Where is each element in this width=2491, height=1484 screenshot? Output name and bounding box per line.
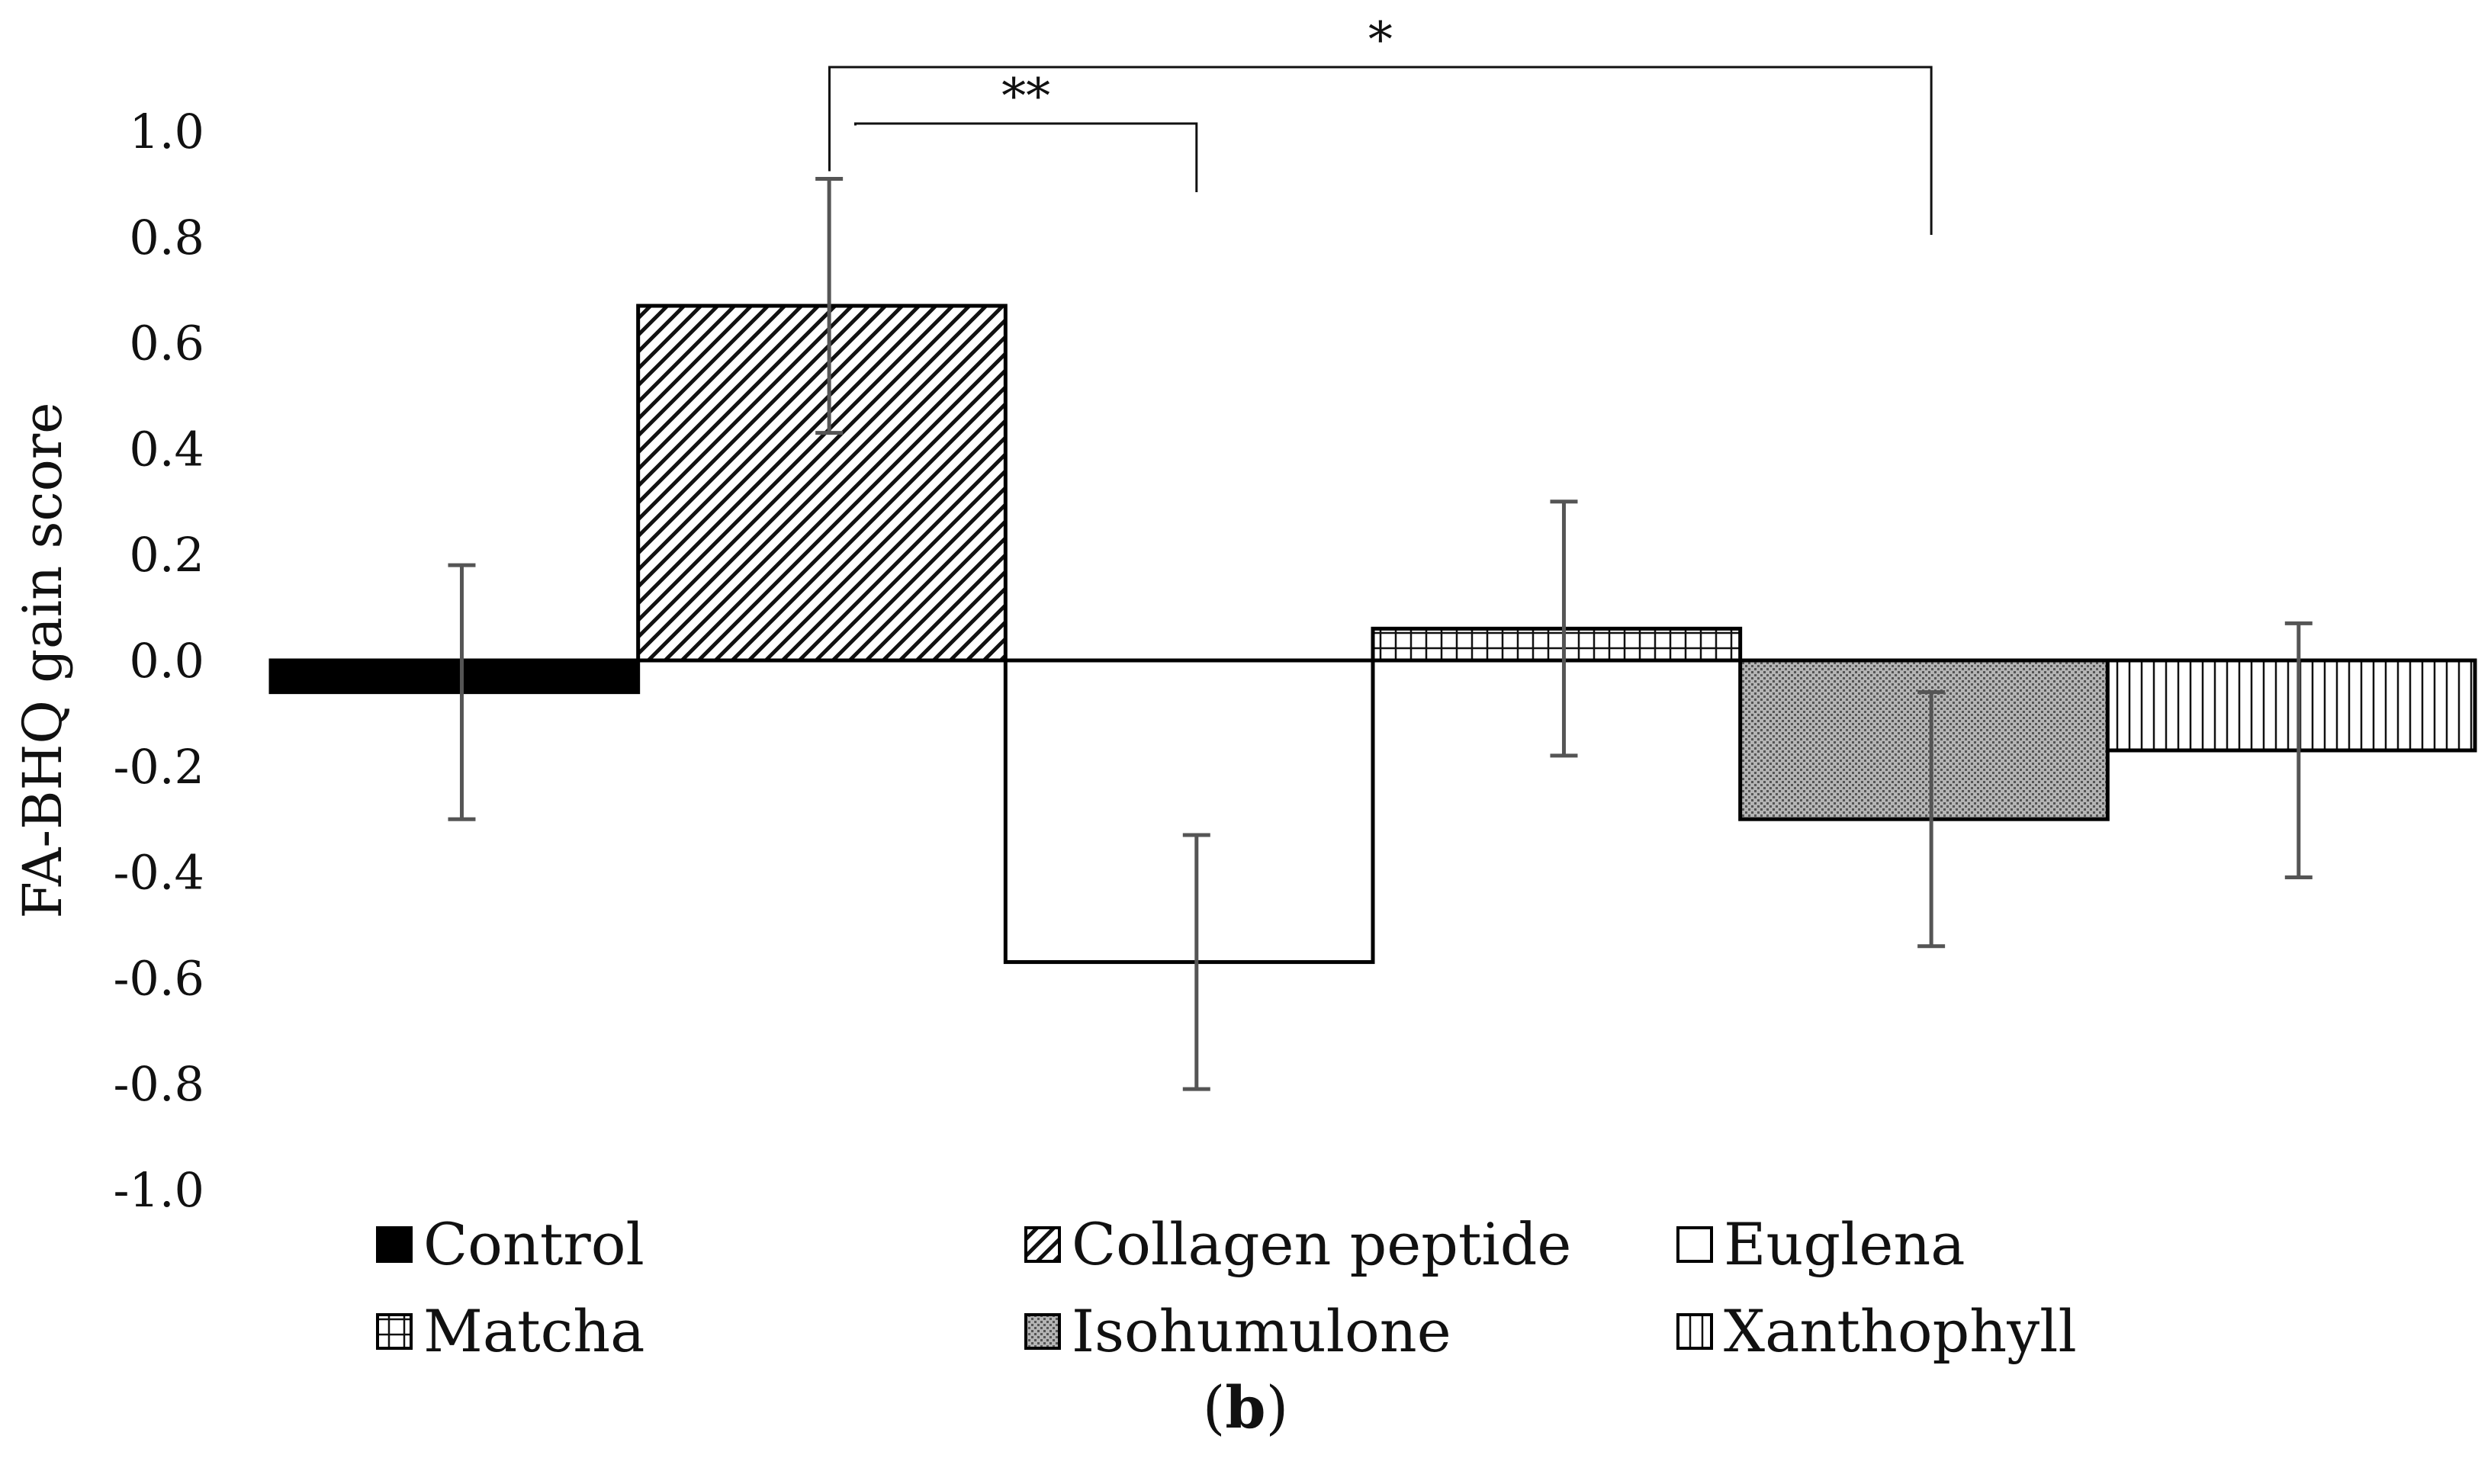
y-tick-label: 0.8 (129, 210, 204, 265)
legend-label: Isohumulone (1072, 1297, 1451, 1365)
bar-control (268, 658, 641, 695)
panel-label-letter: b (1225, 1373, 1265, 1441)
legend-swatch (376, 1226, 413, 1263)
legend-label: Euglena (1724, 1210, 1965, 1278)
legend-item-control: Control (376, 1210, 644, 1278)
svg-text:(b): (b) (1203, 1373, 1288, 1441)
y-axis-label: FA-BHQ gain score (11, 402, 74, 918)
panel-label-close: ) (1266, 1373, 1289, 1441)
legend-swatch (1676, 1226, 1713, 1263)
error-bar-isohumulone (1917, 690, 1946, 949)
y-tick-label: 0.0 (129, 633, 204, 689)
legend-item-xanthophyll: Xanthophyll (1676, 1297, 2077, 1365)
y-tick-label: 0.6 (129, 316, 204, 371)
error-bar-control (448, 563, 476, 821)
legend-label: Collagen peptide (1072, 1210, 1571, 1278)
y-tick-label: 1.0 (129, 104, 204, 159)
bar-matcha (1371, 626, 1743, 663)
y-tick-label: -0.6 (113, 950, 204, 1006)
significance-label: * (1368, 12, 1393, 69)
legend-swatch (1676, 1313, 1713, 1350)
legend-label: Control (423, 1210, 644, 1278)
panel-label: (b) (1203, 1373, 1288, 1441)
legend-swatch (1024, 1226, 1061, 1263)
y-axis-ticks: 1.0 0.8 0.6 0.4 0.2 0.0 -0.2 -0.4 -0.6 -0.8 -1.0 (113, 104, 204, 1218)
error-bar-euglena (1182, 833, 1210, 1091)
y-tick-label: -1.0 (113, 1162, 204, 1218)
significance-bracket (828, 66, 1933, 235)
legend-item-isohumulone: Isohumulone (1024, 1297, 1451, 1365)
bar-isohumulone (1738, 658, 2110, 821)
error-bar-matcha (1550, 499, 1578, 758)
significance-bracket (854, 122, 1198, 192)
legend-item-euglena: Euglena (1676, 1210, 1965, 1278)
legend-swatch (1024, 1313, 1061, 1350)
bar-euglena (1003, 658, 1375, 965)
error-bar-collagen-peptide (815, 176, 844, 435)
legend-item-collagen-peptide: Collagen peptide (1024, 1210, 1571, 1278)
y-tick-label: 0.4 (129, 421, 204, 477)
legend-label: Xanthophyll (1724, 1297, 2077, 1365)
error-bars-group (448, 176, 2313, 1091)
significance-collagen-peptide-euglena: ** (854, 69, 1198, 192)
significance-collagen-peptide-isohumulone: * (828, 12, 1933, 235)
significance-label: ** (1001, 69, 1050, 125)
panel-label-open: ( (1203, 1373, 1226, 1441)
error-bar-xanthophyll (2284, 621, 2313, 880)
bars-group (268, 304, 2477, 965)
legend-item-matcha: Matcha (376, 1297, 645, 1365)
significance-group: *** (828, 12, 1933, 235)
legend-swatch (376, 1313, 413, 1350)
y-tick-label: 0.2 (129, 527, 204, 583)
bar-xanthophyll (2105, 658, 2477, 753)
y-tick-label: -0.8 (113, 1056, 204, 1112)
legend-label: Matcha (423, 1297, 645, 1365)
y-tick-label: -0.2 (113, 739, 204, 795)
y-tick-label: -0.4 (113, 845, 204, 901)
bar-collagen-peptide (636, 304, 1008, 663)
